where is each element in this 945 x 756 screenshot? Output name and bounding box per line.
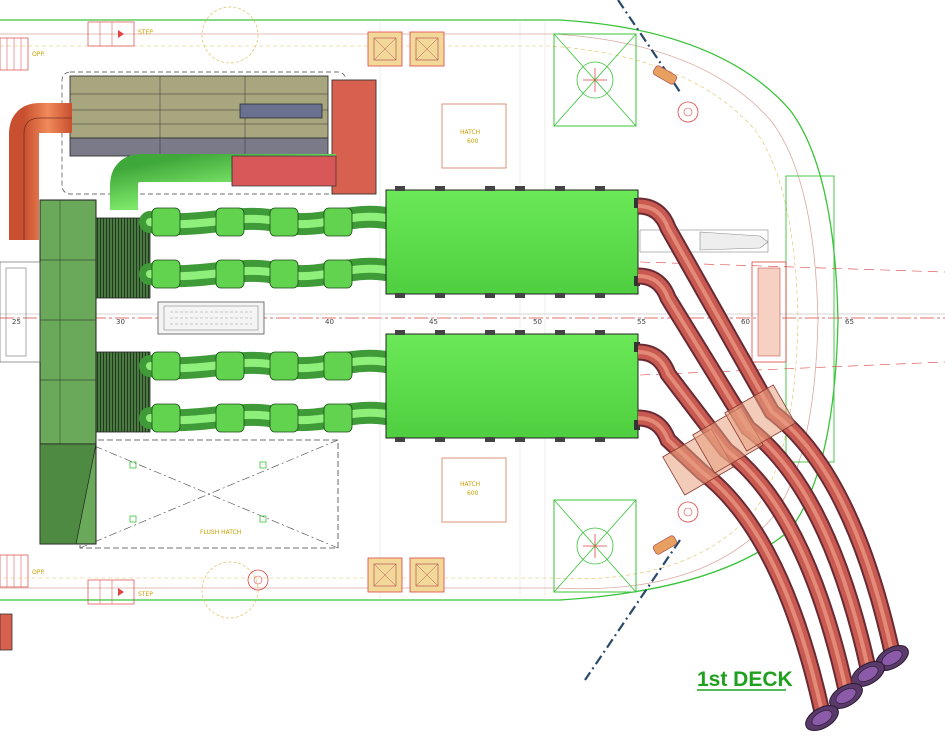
vent-pair-top xyxy=(367,31,445,67)
flush-hatch: FLUSH HATCH xyxy=(79,439,339,549)
frame-label-60: 60 xyxy=(741,318,750,326)
pipe-flange-plates xyxy=(662,384,796,496)
frame-label-25: 25 xyxy=(12,318,21,326)
step-label-top: STEP xyxy=(138,29,153,36)
frame-label-50: 50 xyxy=(533,318,542,326)
engine-block-upper xyxy=(385,186,640,298)
deck-title-group: 1st DECK xyxy=(697,668,793,691)
exhaust-elbow-orange xyxy=(9,103,72,240)
frame-labels: 25 30 40 45 50 55 60 65 xyxy=(12,318,854,326)
vent-pair-bottom xyxy=(367,557,445,593)
step-label-bottom: STEP xyxy=(138,591,153,598)
engine-block-lower xyxy=(385,330,640,442)
frame-label-40: 40 xyxy=(325,318,334,326)
mooring-winch-bottom xyxy=(247,499,699,593)
exhaust-pipe-4 xyxy=(637,409,839,731)
opp-label-bottom: OPP. xyxy=(32,569,45,576)
center-panel xyxy=(157,301,265,335)
green-elbow-duct xyxy=(110,154,337,210)
hatch-bottom: HATCH 600 xyxy=(441,457,507,523)
deck-title: 1st DECK xyxy=(697,668,793,691)
step-top: STEP xyxy=(87,21,153,47)
stern-left-block xyxy=(0,613,13,651)
silencer-unit xyxy=(61,71,377,195)
hose-row-2 xyxy=(139,257,397,289)
opp-label-top: OPP. xyxy=(32,51,45,58)
hatch-top-label: HATCH xyxy=(460,129,480,136)
mooring-winch-top xyxy=(553,33,699,127)
frame-label-30: 30 xyxy=(116,318,125,326)
hatch-bottom-size: 600 xyxy=(467,490,479,497)
hose-row-1 xyxy=(139,205,397,237)
exhaust-pipe-2 xyxy=(637,267,885,687)
stair-bottom-left: OPP. xyxy=(0,554,45,588)
exhaust-pipes xyxy=(637,197,909,731)
lights xyxy=(652,65,678,555)
hose-row-4 xyxy=(139,401,397,433)
hatch-top-size: 600 xyxy=(467,138,479,145)
frame-label-45: 45 xyxy=(429,318,438,326)
hatch-bottom-label: HATCH xyxy=(460,481,480,488)
stair-top-left: OPP. xyxy=(0,37,45,71)
turbo-hose-rows xyxy=(139,205,397,433)
hose-row-3 xyxy=(139,349,397,381)
exhaust-collector-column xyxy=(0,199,151,545)
flush-hatch-label: FLUSH HATCH xyxy=(200,529,241,536)
exhaust-pipe-1 xyxy=(637,197,909,671)
exhaust-pipe-3 xyxy=(637,343,863,709)
frame-gridlines xyxy=(379,20,546,600)
reference-lines xyxy=(584,0,681,681)
hatch-top: HATCH 600 xyxy=(441,103,507,169)
frame-label-55: 55 xyxy=(637,318,646,326)
step-bottom: STEP xyxy=(87,579,153,605)
frame-label-65: 65 xyxy=(845,318,854,326)
hull-outline xyxy=(0,19,839,601)
centerline xyxy=(0,313,945,319)
